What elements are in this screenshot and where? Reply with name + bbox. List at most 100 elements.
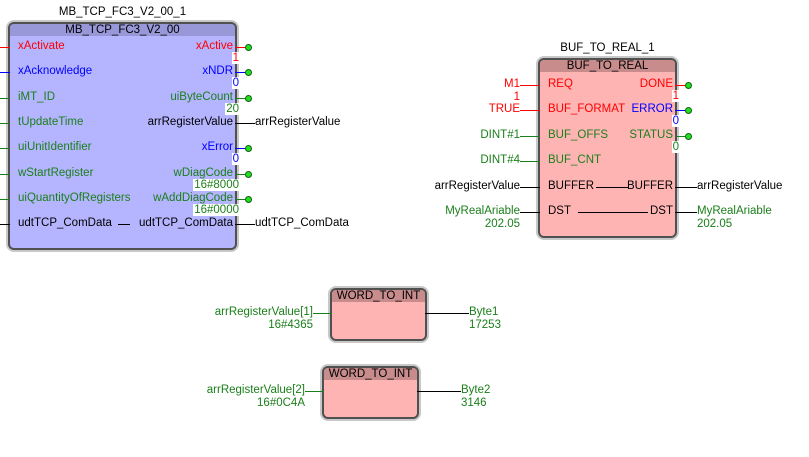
input-wire[interactable] [0, 148, 10, 149]
output-connector-dot[interactable] [245, 44, 252, 51]
input-pin-label: BUF_OFFS [548, 129, 609, 141]
input-wire[interactable] [520, 136, 540, 137]
output-live-value: 16#0000 [193, 204, 240, 216]
output-connector-dot[interactable] [245, 196, 252, 203]
output-pin-label: xActive [195, 40, 233, 52]
output-argument[interactable]: arrRegisterValue [255, 116, 341, 128]
output-argument[interactable]: arrRegisterValue [697, 180, 783, 192]
output-wire[interactable] [675, 110, 687, 111]
output-pin-label: udtTCP_ComData [139, 217, 233, 229]
output-live-value: 0 [231, 77, 240, 89]
output-live-value: 16#8000 [193, 179, 240, 191]
instance-name: MB_TCP_FC3_V2_00_1 [58, 6, 187, 18]
input-wire[interactable] [520, 187, 540, 188]
input-argument[interactable]: arrRegisterValue[2] [206, 384, 305, 396]
output-pin-label: wDiagCode [173, 167, 233, 179]
input-argument[interactable]: MyRealAriable [445, 205, 520, 217]
input-pin-label: DST [548, 205, 571, 217]
pass-through-line [578, 212, 648, 213]
output-connector-dot[interactable] [245, 145, 252, 152]
input-wire[interactable] [520, 85, 540, 86]
output-argument[interactable]: Byte1 [469, 306, 499, 318]
output-wire[interactable] [425, 313, 469, 314]
output-wire[interactable] [235, 123, 255, 124]
output-wire[interactable] [675, 212, 697, 213]
input-pin-label: iMT_ID [18, 91, 56, 103]
output-live-value: 20 [225, 103, 240, 115]
output-connector-dot[interactable] [685, 133, 692, 140]
output-pin-label: ERROR [631, 103, 673, 115]
output-connector-dot[interactable] [245, 69, 252, 76]
block-type-header: WORD_TO_INT [332, 290, 425, 302]
input-wire[interactable] [0, 47, 10, 48]
input-wire[interactable] [305, 391, 324, 392]
input-argument[interactable]: M1 [504, 78, 520, 90]
input-wire[interactable] [0, 174, 10, 175]
block-type-header: MB_TCP_FC3_V2_00 [10, 24, 235, 36]
output-live-value: 0 [671, 115, 680, 127]
input-pin-label: uiUnitIdentifier [18, 141, 92, 153]
output-connector-dot[interactable] [685, 107, 692, 114]
output-wire[interactable] [417, 391, 461, 392]
input-pin-label: uiQuantityOfRegisters [18, 192, 131, 204]
input-pin-label: wStartRegister [18, 167, 94, 179]
output-connector-dot[interactable] [245, 95, 252, 102]
output-pin-label: xNDR [202, 65, 233, 77]
output-wire[interactable] [235, 47, 247, 48]
input-wire[interactable] [313, 313, 332, 314]
output-wire[interactable] [235, 148, 247, 149]
pass-through-line [118, 224, 130, 226]
output-live-value: 1 [671, 90, 680, 102]
input-live-value: 202.05 [484, 218, 520, 230]
output-pin-label: DONE [639, 78, 673, 90]
input-pin-label: xActivate [18, 40, 65, 52]
input-wire[interactable] [0, 98, 10, 99]
output-pin-label: xError [201, 141, 233, 153]
input-wire[interactable] [0, 199, 10, 200]
output-live-value: 0 [671, 141, 680, 153]
output-wire[interactable] [675, 136, 687, 137]
input-wire[interactable] [520, 212, 540, 213]
output-pin-label: DST [650, 205, 673, 217]
output-argument[interactable]: MyRealAriable [697, 205, 772, 217]
output-live-value: 0 [231, 153, 240, 165]
output-live-value: 1 [231, 52, 240, 64]
input-pin-label: tUpdateTime [18, 116, 84, 128]
output-live-value: 202.05 [697, 218, 733, 230]
input-wire[interactable] [0, 72, 10, 73]
input-pin-label: BUF_CNT [548, 154, 602, 166]
output-wire[interactable] [235, 224, 255, 225]
output-connector-dot[interactable] [685, 82, 692, 89]
output-pin-label: arrRegisterValue [147, 116, 233, 128]
output-pin-label: wAddDiagCode [153, 192, 233, 204]
input-argument[interactable]: DINT#4 [480, 154, 520, 166]
input-pin-label: udtTCP_ComData [18, 217, 112, 229]
output-wire[interactable] [235, 199, 247, 200]
output-wire[interactable] [675, 187, 697, 188]
output-wire[interactable] [235, 72, 247, 73]
output-wire[interactable] [235, 98, 247, 99]
input-pin-label: REQ [548, 78, 573, 90]
function-block-mb-tcp-fc3-v2-00[interactable]: MB_TCP_FC3_V2_00 [8, 22, 237, 250]
input-argument[interactable]: DINT#1 [480, 129, 520, 141]
function-block-word-to-int[interactable]: WORD_TO_INT [330, 288, 427, 341]
instance-name: BUF_TO_REAL_1 [560, 42, 655, 54]
input-pin-label: xAcknowledge [18, 65, 93, 77]
output-wire[interactable] [235, 174, 247, 175]
input-argument[interactable]: TRUE [488, 103, 520, 115]
output-connector-dot[interactable] [245, 171, 252, 178]
output-argument[interactable]: udtTCP_ComData [255, 217, 349, 229]
input-argument[interactable]: arrRegisterValue [434, 180, 520, 192]
block-type-header: WORD_TO_INT [324, 368, 417, 380]
input-pin-label: BUFFER [548, 180, 594, 192]
function-block-word-to-int[interactable]: WORD_TO_INT [322, 366, 419, 419]
input-wire[interactable] [520, 110, 540, 111]
output-pin-label: BUFFER [627, 180, 673, 192]
input-wire[interactable] [520, 161, 540, 162]
input-argument[interactable]: arrRegisterValue[1] [214, 306, 313, 318]
output-argument[interactable]: Byte2 [461, 384, 491, 396]
input-wire[interactable] [0, 123, 10, 124]
output-wire[interactable] [675, 85, 687, 86]
input-wire[interactable] [0, 224, 10, 225]
